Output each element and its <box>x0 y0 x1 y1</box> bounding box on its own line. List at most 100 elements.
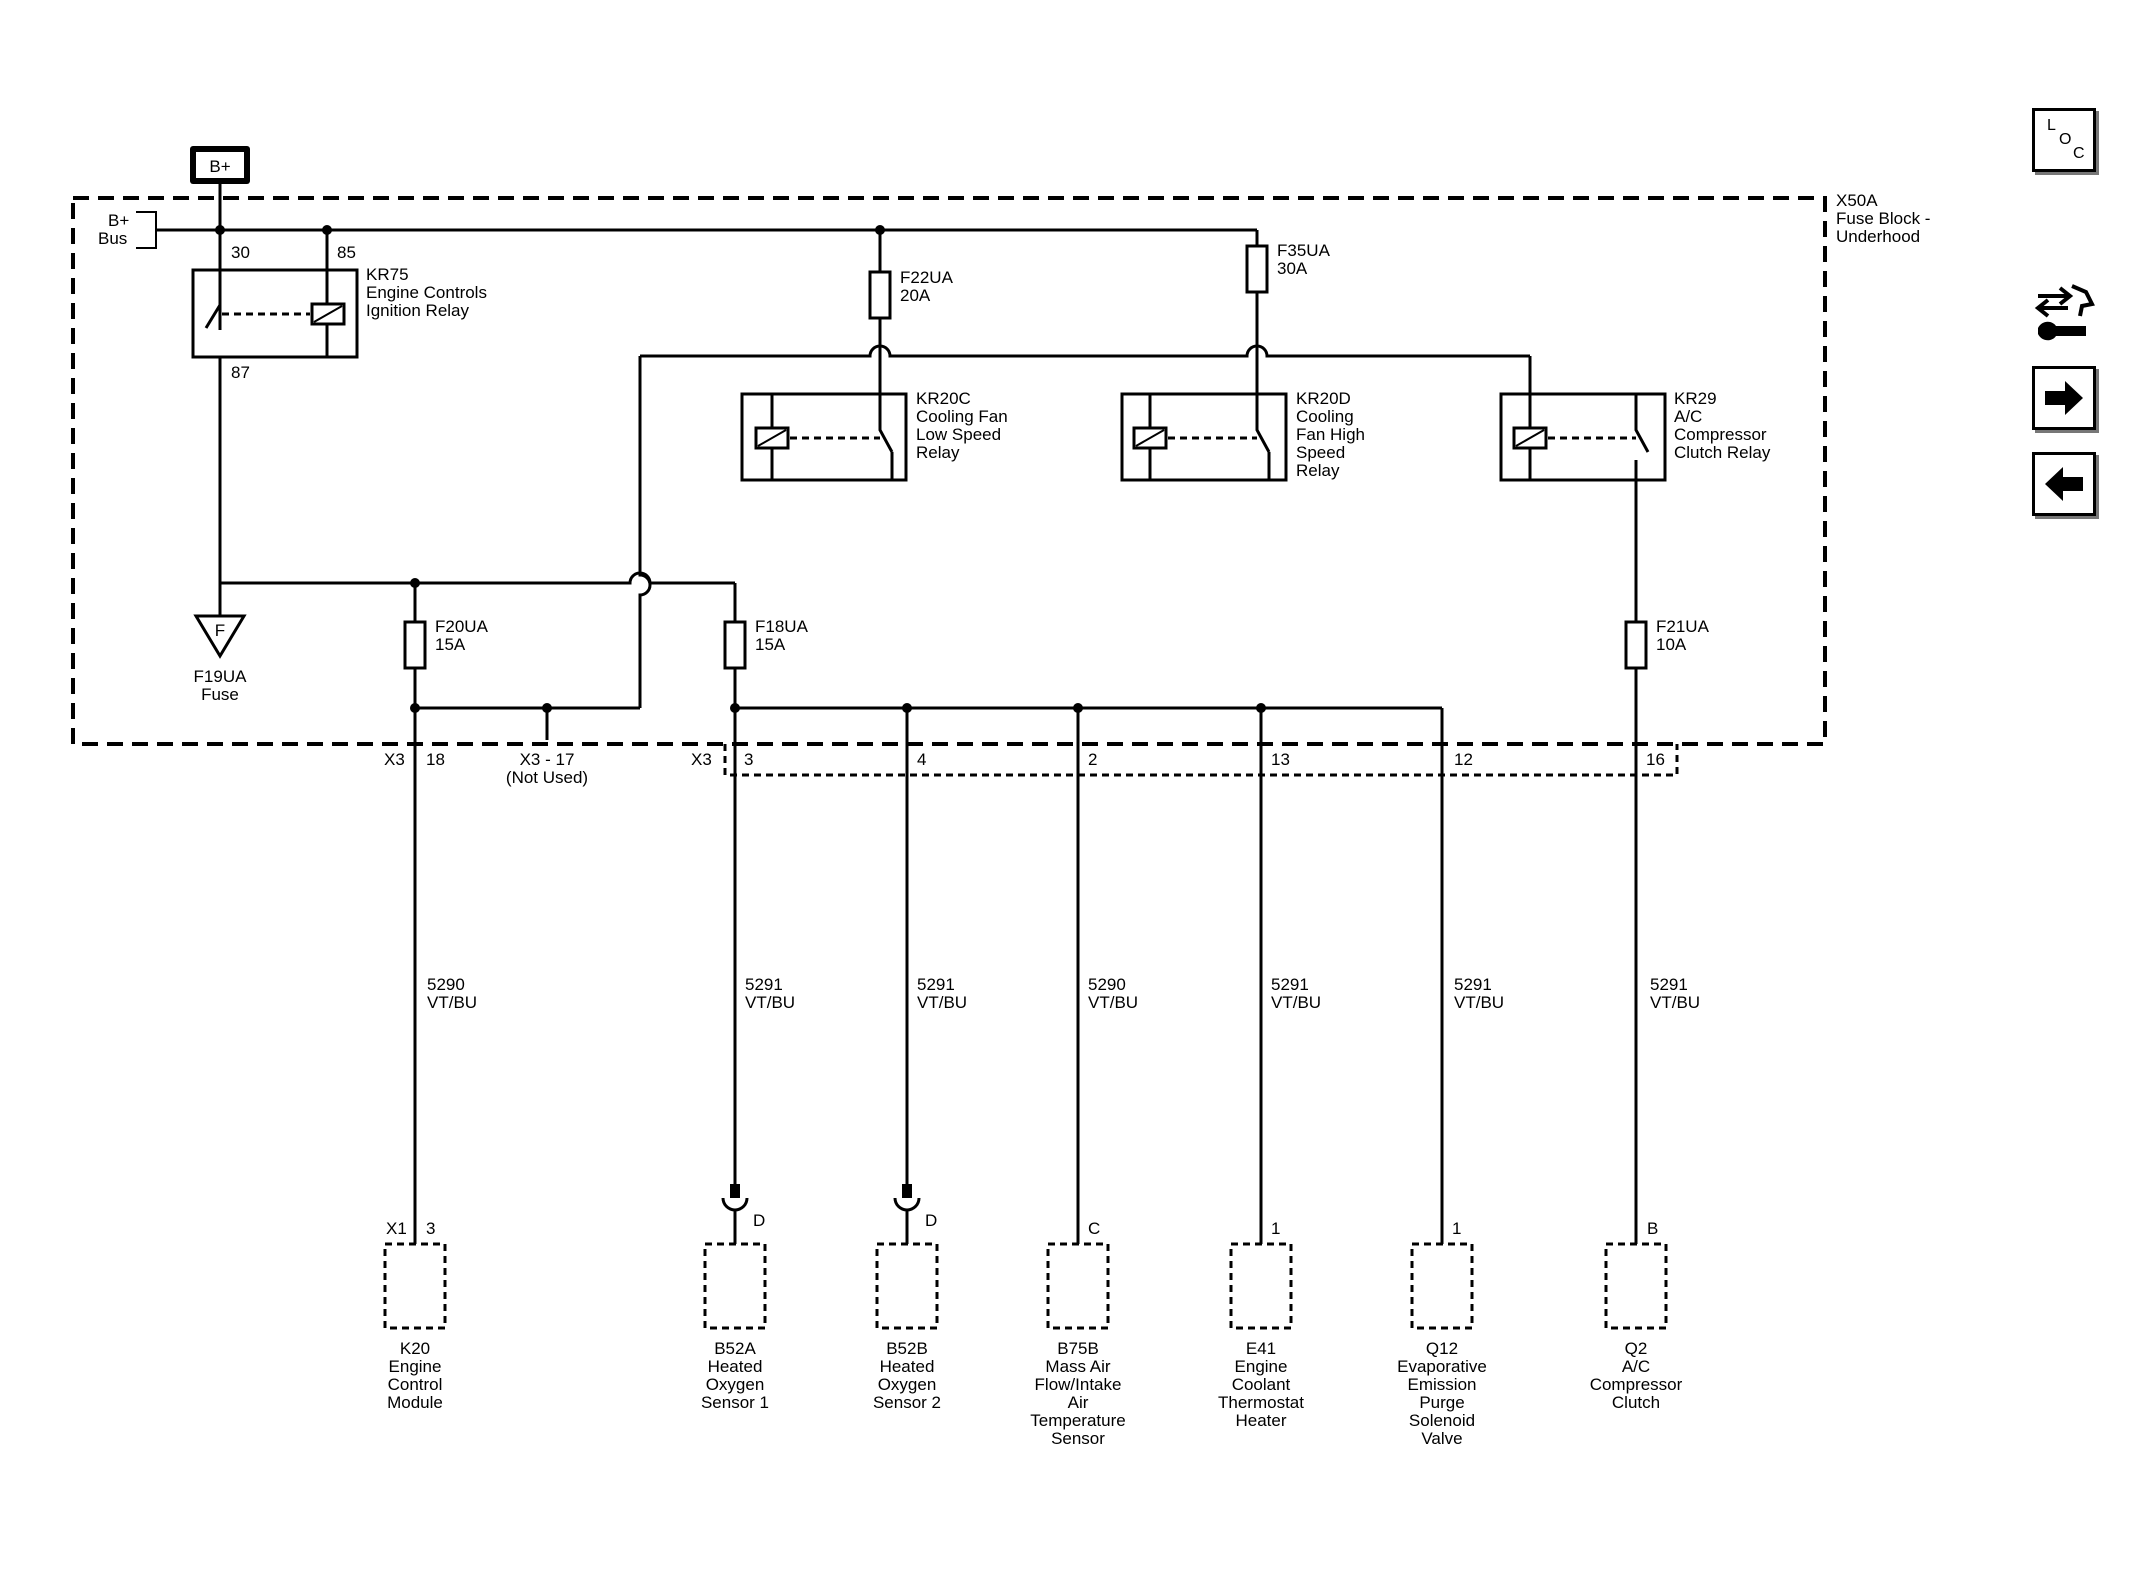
b52a-label-1: B52A <box>714 1339 756 1358</box>
b52b-plug-pin <box>902 1184 912 1198</box>
b52b-label-1: B52B <box>886 1339 928 1358</box>
f21ua-rating: 10A <box>1656 635 1687 654</box>
b52a-plug-pin <box>730 1184 740 1198</box>
x3-pin-16: 16 <box>1646 750 1665 769</box>
b52a-pin: D <box>753 1211 765 1230</box>
x3-17-label: X3 - 17 <box>520 750 575 769</box>
wire-7-color: VT/BU <box>1650 993 1700 1012</box>
locator-button[interactable]: L O C <box>2032 108 2096 172</box>
connector-wrench-button[interactable] <box>2030 276 2098 344</box>
ignition-distribution-line <box>220 571 735 585</box>
wire-6-color: VT/BU <box>1454 993 1504 1012</box>
b52b-pin: D <box>925 1211 937 1230</box>
b75b-pin: C <box>1088 1219 1100 1238</box>
fuse-f21ua: F21UA 10A <box>1624 617 1710 670</box>
kr20d-label-1: KR20D <box>1296 389 1351 408</box>
kr29-coil-slash <box>1515 429 1545 447</box>
b75b-label-2: Mass Air <box>1045 1357 1111 1376</box>
wire-1-color: VT/BU <box>427 993 477 1012</box>
loc-letter-o: O <box>2059 131 2072 148</box>
battery-source-label: B+ <box>209 157 230 176</box>
f22ua-name: F22UA <box>900 268 954 287</box>
kr29-label-4: Clutch Relay <box>1674 443 1771 462</box>
kr75-body <box>191 268 359 359</box>
q2-box <box>1604 1242 1668 1330</box>
kr75-label-2: Engine Controls <box>366 283 487 302</box>
x3-pin-12: 12 <box>1454 750 1473 769</box>
e41-label-3: Coolant <box>1232 1375 1291 1394</box>
arrow-left-icon <box>2045 467 2083 501</box>
f35ua-name: F35UA <box>1277 241 1331 260</box>
loc-letter-c: C <box>2073 145 2085 162</box>
kr20d-coil-slash <box>1135 429 1165 447</box>
b52b-plug-socket <box>893 1197 921 1212</box>
f19ua-desc: Fuse <box>201 685 239 704</box>
wire-5-circuit: 5291 <box>1271 975 1309 994</box>
f18ua-rating: 15A <box>755 635 786 654</box>
e41-label-4: Thermostat <box>1218 1393 1304 1412</box>
kr29-label-2: A/C <box>1674 407 1702 426</box>
b75b-label-6: Sensor <box>1051 1429 1105 1448</box>
f18ua-body <box>723 620 747 670</box>
b52a-label-2: Heated <box>708 1357 763 1376</box>
relay-kr75: 30 85 87 KR75 Engine Controls Ignition R… <box>191 230 487 583</box>
kr29-label-1: KR29 <box>1674 389 1717 408</box>
wire-2-circuit: 5291 <box>745 975 783 994</box>
f20ua-rating: 15A <box>435 635 466 654</box>
connector-wrench-icon <box>2034 284 2095 341</box>
arrow-right-icon <box>2045 381 2083 415</box>
b75b-label-4: Air <box>1068 1393 1089 1412</box>
q2-label-1: Q2 <box>1625 1339 1648 1358</box>
q2-label-3: Compressor <box>1590 1375 1683 1394</box>
wire-6-circuit: 5291 <box>1454 975 1492 994</box>
fuse-f22ua: F22UA 20A <box>868 230 954 348</box>
fuse-block-outline <box>71 196 1827 746</box>
kr29-switch <box>1634 394 1650 453</box>
kr20c-label-4: Relay <box>916 443 960 462</box>
q12-label-3: Emission <box>1408 1375 1477 1394</box>
k20-box <box>383 1242 447 1330</box>
relay-kr29: KR29 A/C Compressor Clutch Relay <box>1499 356 1771 622</box>
e41-label-5: Heater <box>1235 1411 1286 1430</box>
wire-4-color: VT/BU <box>1088 993 1138 1012</box>
x3-connector-outline <box>723 744 1679 777</box>
loc-letter-l: L <box>2047 117 2056 134</box>
b52b-box <box>875 1242 939 1330</box>
k20-label-3: Control <box>388 1375 443 1394</box>
q12-label-2: Evaporative <box>1397 1357 1487 1376</box>
kr20c-coil-slash <box>757 429 787 447</box>
next-page-button[interactable] <box>2032 366 2096 430</box>
b52a-plug-socket <box>721 1197 749 1212</box>
f19ua-name: F19UA <box>194 667 248 686</box>
e41-label-2: Engine <box>1235 1357 1288 1376</box>
f22ua-rating: 20A <box>900 286 931 305</box>
kr20d-label-3: Fan High <box>1296 425 1365 444</box>
kr20c-label-3: Low Speed <box>916 425 1001 444</box>
bus-label-1: B+ <box>108 211 129 230</box>
q12-label-1: Q12 <box>1426 1339 1458 1358</box>
e41-label-1: E41 <box>1246 1339 1276 1358</box>
kr75-label-3: Ignition Relay <box>366 301 470 320</box>
wire-3-color: VT/BU <box>917 993 967 1012</box>
q12-box <box>1410 1242 1474 1330</box>
fuse-block-desc-2: Underhood <box>1836 227 1920 246</box>
q12-label-5: Solenoid <box>1409 1411 1475 1430</box>
x3-pin-3: 3 <box>744 750 753 769</box>
kr29-label-3: Compressor <box>1674 425 1767 444</box>
f21ua-name: F21UA <box>1656 617 1710 636</box>
junction-x3-17 <box>542 703 552 713</box>
f22ua-body <box>868 270 892 320</box>
bus-bracket <box>136 211 157 249</box>
previous-page-button[interactable] <box>2032 452 2096 516</box>
f21ua-body <box>1624 620 1648 670</box>
kr20d-label-5: Relay <box>1296 461 1340 480</box>
kr20d-label-4: Speed <box>1296 443 1345 462</box>
wire-4-circuit: 5290 <box>1088 975 1126 994</box>
kr75-pin30: 30 <box>231 243 250 262</box>
coil-feed-line <box>640 344 1530 358</box>
fuse-block-name: X50A <box>1836 191 1878 210</box>
relay-kr20c: KR20C Cooling Fan Low Speed Relay <box>740 348 1008 482</box>
kr75-label-1: KR75 <box>366 265 409 284</box>
x3-17-not-used: (Not Used) <box>506 768 588 787</box>
x3-pin-18: 18 <box>426 750 445 769</box>
